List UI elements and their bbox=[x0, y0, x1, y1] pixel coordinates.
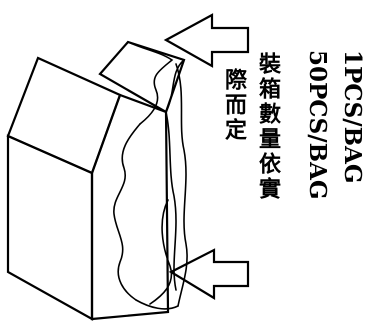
plastic-bag-icon bbox=[98, 40, 188, 310]
qty-per-bag-b-label: 50PCS/BAG bbox=[304, 50, 331, 200]
packing-note-line2: 際而定 bbox=[221, 67, 247, 143]
carton-box-icon bbox=[6, 56, 170, 321]
top-arrow-icon bbox=[163, 13, 250, 68]
qty-per-bag-label: 1PCS/BAG bbox=[339, 50, 366, 184]
bottom-arrow-icon bbox=[168, 248, 250, 300]
packing-note-line1: 裝箱數量依實 bbox=[255, 52, 282, 202]
